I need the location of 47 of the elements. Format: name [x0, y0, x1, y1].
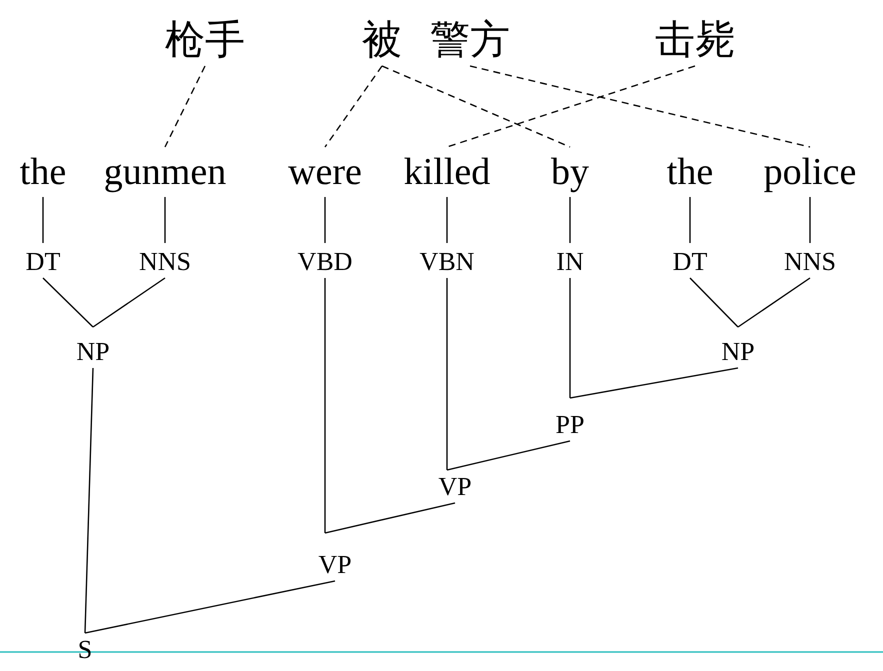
alignment-line: [382, 65, 570, 148]
tree-branch: [446, 440, 570, 471]
alignment-line: [470, 65, 810, 148]
english-word: were: [288, 153, 362, 191]
phrase-label: NP: [721, 339, 755, 365]
english-word: by: [551, 153, 589, 191]
tree-branch: [446, 197, 448, 243]
pos-tag: DT: [26, 249, 60, 275]
pos-tag: VBN: [420, 249, 474, 275]
chinese-word: 被: [362, 20, 402, 60]
pos-tag: IN: [556, 249, 584, 275]
english-word: gunmen: [104, 153, 226, 191]
phrase-label: VP: [318, 552, 352, 578]
tree-branch: [84, 368, 94, 634]
alignment-line: [164, 66, 206, 148]
tree-branch: [569, 197, 571, 243]
tree-branch: [324, 197, 326, 243]
chinese-word: 警方: [430, 20, 510, 60]
tree-branch: [689, 197, 691, 243]
english-word: the: [20, 153, 66, 191]
tree-branch: [324, 502, 456, 534]
alignment-line: [446, 65, 696, 148]
chinese-word: 枪手: [165, 20, 245, 60]
phrase-label: NP: [76, 339, 110, 365]
tree-branch: [570, 367, 738, 399]
english-word: police: [764, 153, 856, 191]
tree-branch: [324, 278, 326, 533]
english-word: killed: [404, 153, 490, 191]
chinese-word: 击毙: [655, 20, 735, 60]
tree-branch: [92, 277, 166, 328]
tree-branch: [738, 277, 810, 328]
alignment-line: [324, 66, 383, 148]
tree-branch: [690, 278, 738, 328]
tree-branch: [42, 197, 44, 243]
tree-branch: [446, 278, 448, 470]
phrase-label: PP: [556, 412, 584, 438]
pos-tag: NNS: [139, 249, 191, 275]
pos-tag: NNS: [784, 249, 836, 275]
tree-branch: [164, 197, 166, 243]
tree-branch: [809, 197, 811, 243]
tree-branch: [84, 580, 336, 634]
tree-branch: [569, 278, 571, 398]
pos-tag: DT: [672, 249, 708, 275]
tree-branch: [42, 278, 94, 328]
english-word: the: [666, 153, 714, 191]
phrase-label: VP: [438, 474, 472, 500]
pos-tag: VBD: [298, 249, 352, 275]
